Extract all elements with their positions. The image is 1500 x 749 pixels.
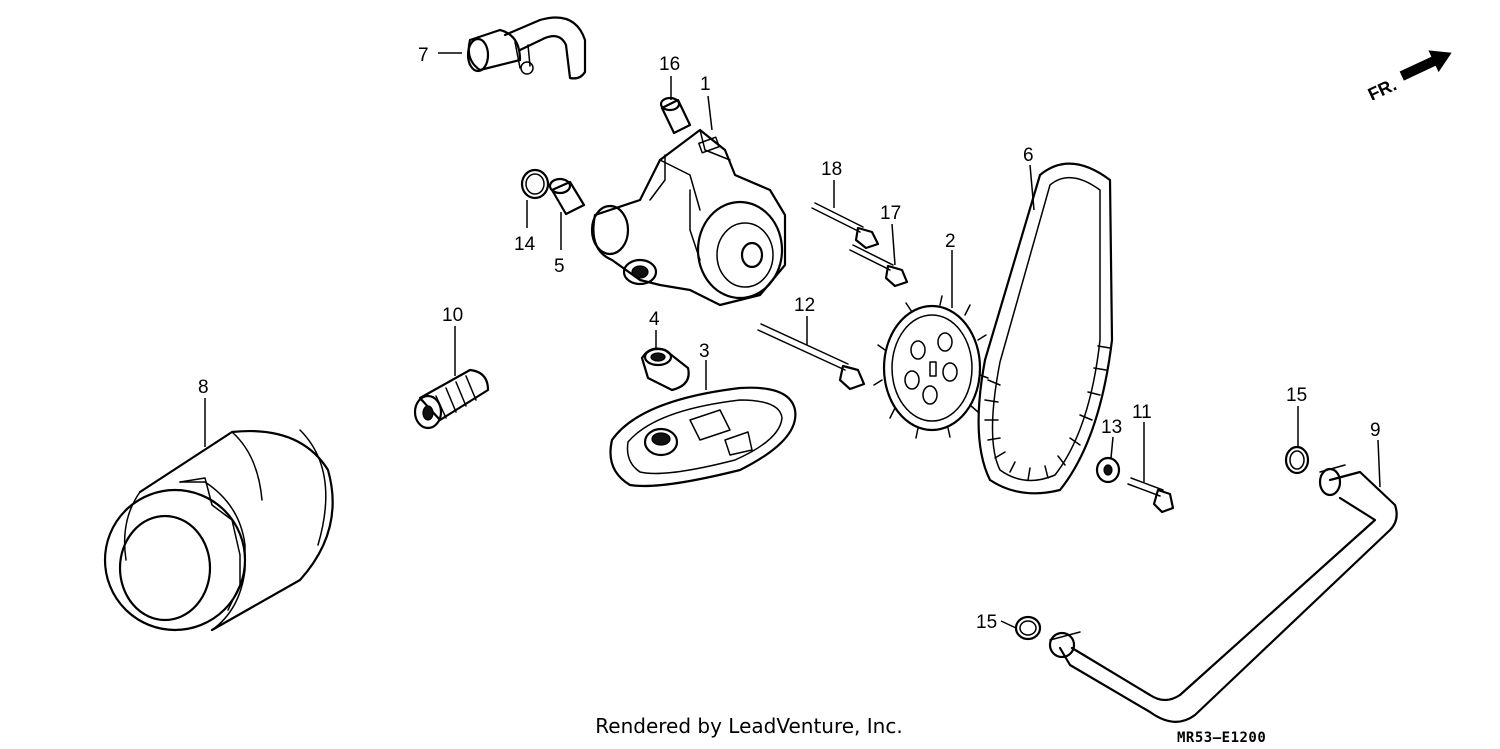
callout-16: 16: [659, 54, 680, 75]
callout-3: 3: [699, 341, 710, 362]
credit-text: Rendered by LeadVenture, Inc.: [0, 714, 1500, 738]
o-ring-15-lower[interactable]: [1014, 615, 1042, 641]
callout-13: 13: [1101, 417, 1122, 438]
callout-15-upper: 15: [1286, 385, 1307, 406]
bolt-17[interactable]: [849, 244, 909, 288]
oil-pump-chain[interactable]: [977, 162, 1114, 495]
oil-pipe[interactable]: [1048, 464, 1398, 723]
o-ring-15-upper[interactable]: [1284, 445, 1310, 475]
o-ring-14[interactable]: [520, 168, 550, 200]
bolt-11[interactable]: [1127, 477, 1175, 514]
callout-10: 10: [442, 305, 463, 326]
callout-14: 14: [514, 234, 536, 255]
oil-seal-4[interactable]: [640, 347, 690, 392]
oil-pump-sprocket[interactable]: [873, 295, 989, 439]
callout-5: 5: [554, 256, 565, 277]
oil-strainer[interactable]: [609, 386, 797, 488]
dowel-pin-top[interactable]: [659, 96, 692, 135]
front-direction-arrow-icon: FR.: [1365, 50, 1452, 100]
oil-filter[interactable]: [103, 429, 334, 632]
callout-2: 2: [945, 231, 956, 252]
callout-8: 8: [198, 377, 209, 398]
dowel-collar-5[interactable]: [548, 177, 586, 216]
callout-9: 9: [1370, 420, 1381, 441]
direction-label: FR.: [1365, 74, 1400, 100]
callout-15-lower: 15: [976, 612, 997, 633]
bolt-18[interactable]: [811, 202, 880, 250]
callout-18: 18: [821, 159, 842, 180]
callout-6: 6: [1023, 145, 1034, 166]
callout-12: 12: [794, 295, 815, 316]
oil-pump-assembly[interactable]: [590, 128, 787, 307]
callout-7: 7: [418, 45, 429, 66]
threaded-fitting[interactable]: [413, 368, 490, 430]
callout-1: 1: [700, 74, 711, 95]
callout-11: 11: [1132, 402, 1152, 423]
breather-hose-fitting[interactable]: [466, 16, 587, 80]
callout-numbers: 1 2 3 4 5 6 7 8 9 10 11 12 13 14 15 15 1…: [198, 45, 1381, 633]
callout-4: 4: [649, 309, 660, 330]
washer-13[interactable]: [1095, 456, 1121, 484]
credit-label: Rendered by LeadVenture, Inc.: [595, 714, 903, 738]
callout-17: 17: [880, 203, 901, 224]
leader-lines: [204, 52, 1381, 629]
diagram-code: MR53–E1200: [1177, 730, 1267, 746]
bolt-12[interactable]: [757, 323, 866, 391]
